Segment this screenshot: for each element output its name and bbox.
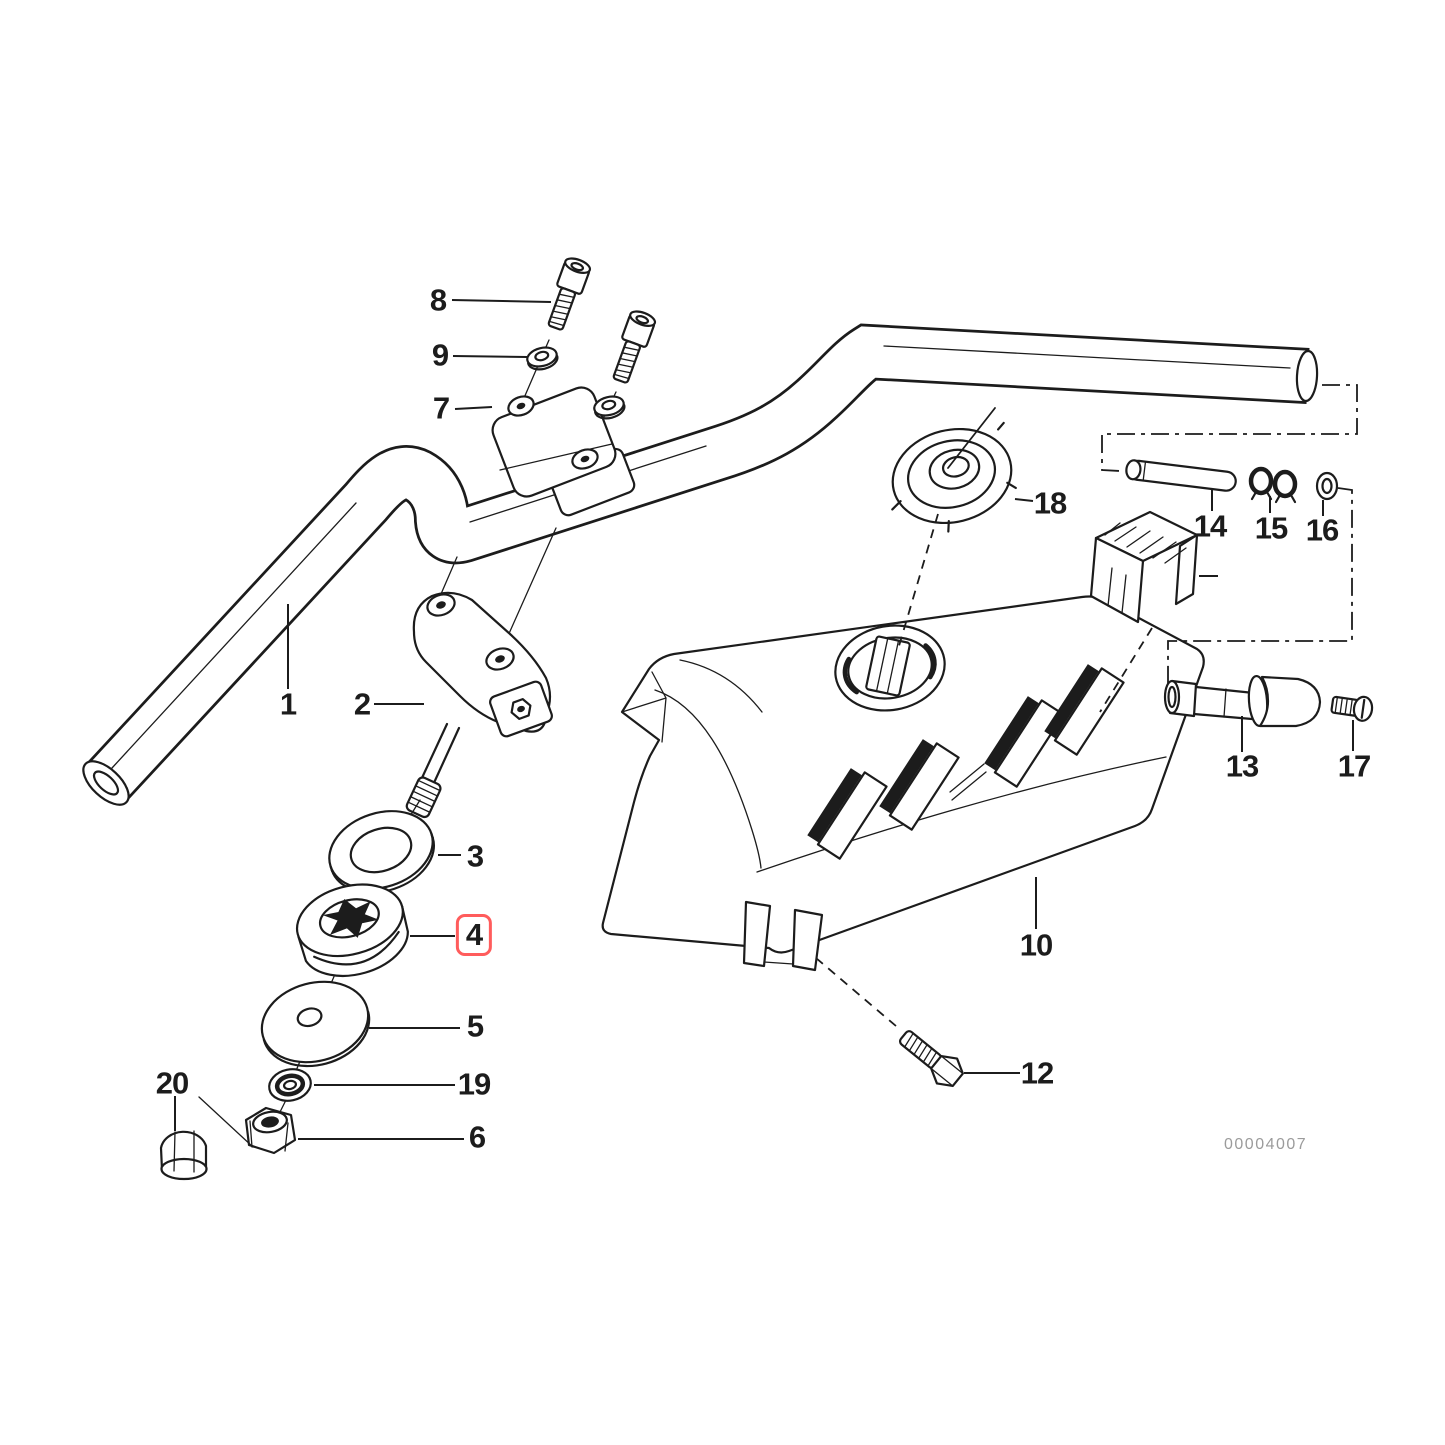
part-label-6[interactable]: 6 — [468, 1119, 486, 1155]
part-label-14[interactable]: 14 — [1193, 508, 1227, 544]
damper-4-drawing — [295, 883, 409, 977]
oring-16-drawing — [1315, 471, 1339, 501]
upper-clamp-drawing — [491, 386, 636, 517]
part-label-10[interactable]: 10 — [1019, 927, 1053, 963]
cap-nut-leader-lines — [174, 1096, 254, 1148]
part-label-8[interactable]: 8 — [429, 282, 447, 318]
part-label-1[interactable]: 1 — [279, 686, 297, 722]
washer-b-drawing — [593, 395, 626, 420]
clips-15-drawing — [1248, 466, 1298, 504]
diagram-code: 00004007 — [1224, 1136, 1308, 1153]
part-label-15[interactable]: 15 — [1254, 510, 1288, 546]
washer-3-drawing — [328, 810, 436, 894]
assembly-reference-lines — [1101, 384, 1358, 683]
part-label-12[interactable]: 12 — [1020, 1055, 1054, 1091]
part-label-13[interactable]: 13 — [1225, 748, 1259, 784]
part-label-16[interactable]: 16 — [1305, 512, 1339, 548]
part-label-20[interactable]: 20 — [155, 1065, 189, 1101]
socket-screw-a-drawing — [547, 257, 592, 331]
cap-18-drawing — [891, 407, 1017, 647]
screw-17-drawing — [1330, 695, 1374, 722]
part-label-3[interactable]: 3 — [466, 838, 484, 874]
part-label-7[interactable]: 7 — [432, 390, 450, 426]
nut-6-drawing — [244, 1106, 297, 1155]
washer-5-drawing — [260, 980, 371, 1068]
part-label-4[interactable]: 4 — [455, 914, 493, 956]
part-label-17[interactable]: 17 — [1337, 748, 1371, 784]
housing-to-bolt12-reference — [815, 957, 897, 1027]
pin-14-drawing — [1125, 459, 1237, 492]
washer-a-drawing — [526, 346, 559, 371]
washer-19-drawing — [268, 1068, 312, 1102]
housing-drawing — [601, 595, 1205, 972]
leader-lines — [287, 299, 1354, 1140]
part-label-2[interactable]: 2 — [353, 686, 371, 722]
part-label-5[interactable]: 5 — [466, 1008, 484, 1044]
bracket-clip-drawing — [1089, 510, 1199, 713]
part-label-18[interactable]: 18 — [1033, 485, 1067, 521]
part-label-9[interactable]: 9 — [431, 337, 449, 373]
part-label-19[interactable]: 19 — [457, 1066, 491, 1102]
lower-clamp-drawing — [405, 591, 553, 819]
bolt-12-drawing — [898, 1030, 964, 1088]
socket-screw-b-drawing — [612, 310, 657, 384]
cap-nut-20-drawing — [159, 1130, 208, 1181]
